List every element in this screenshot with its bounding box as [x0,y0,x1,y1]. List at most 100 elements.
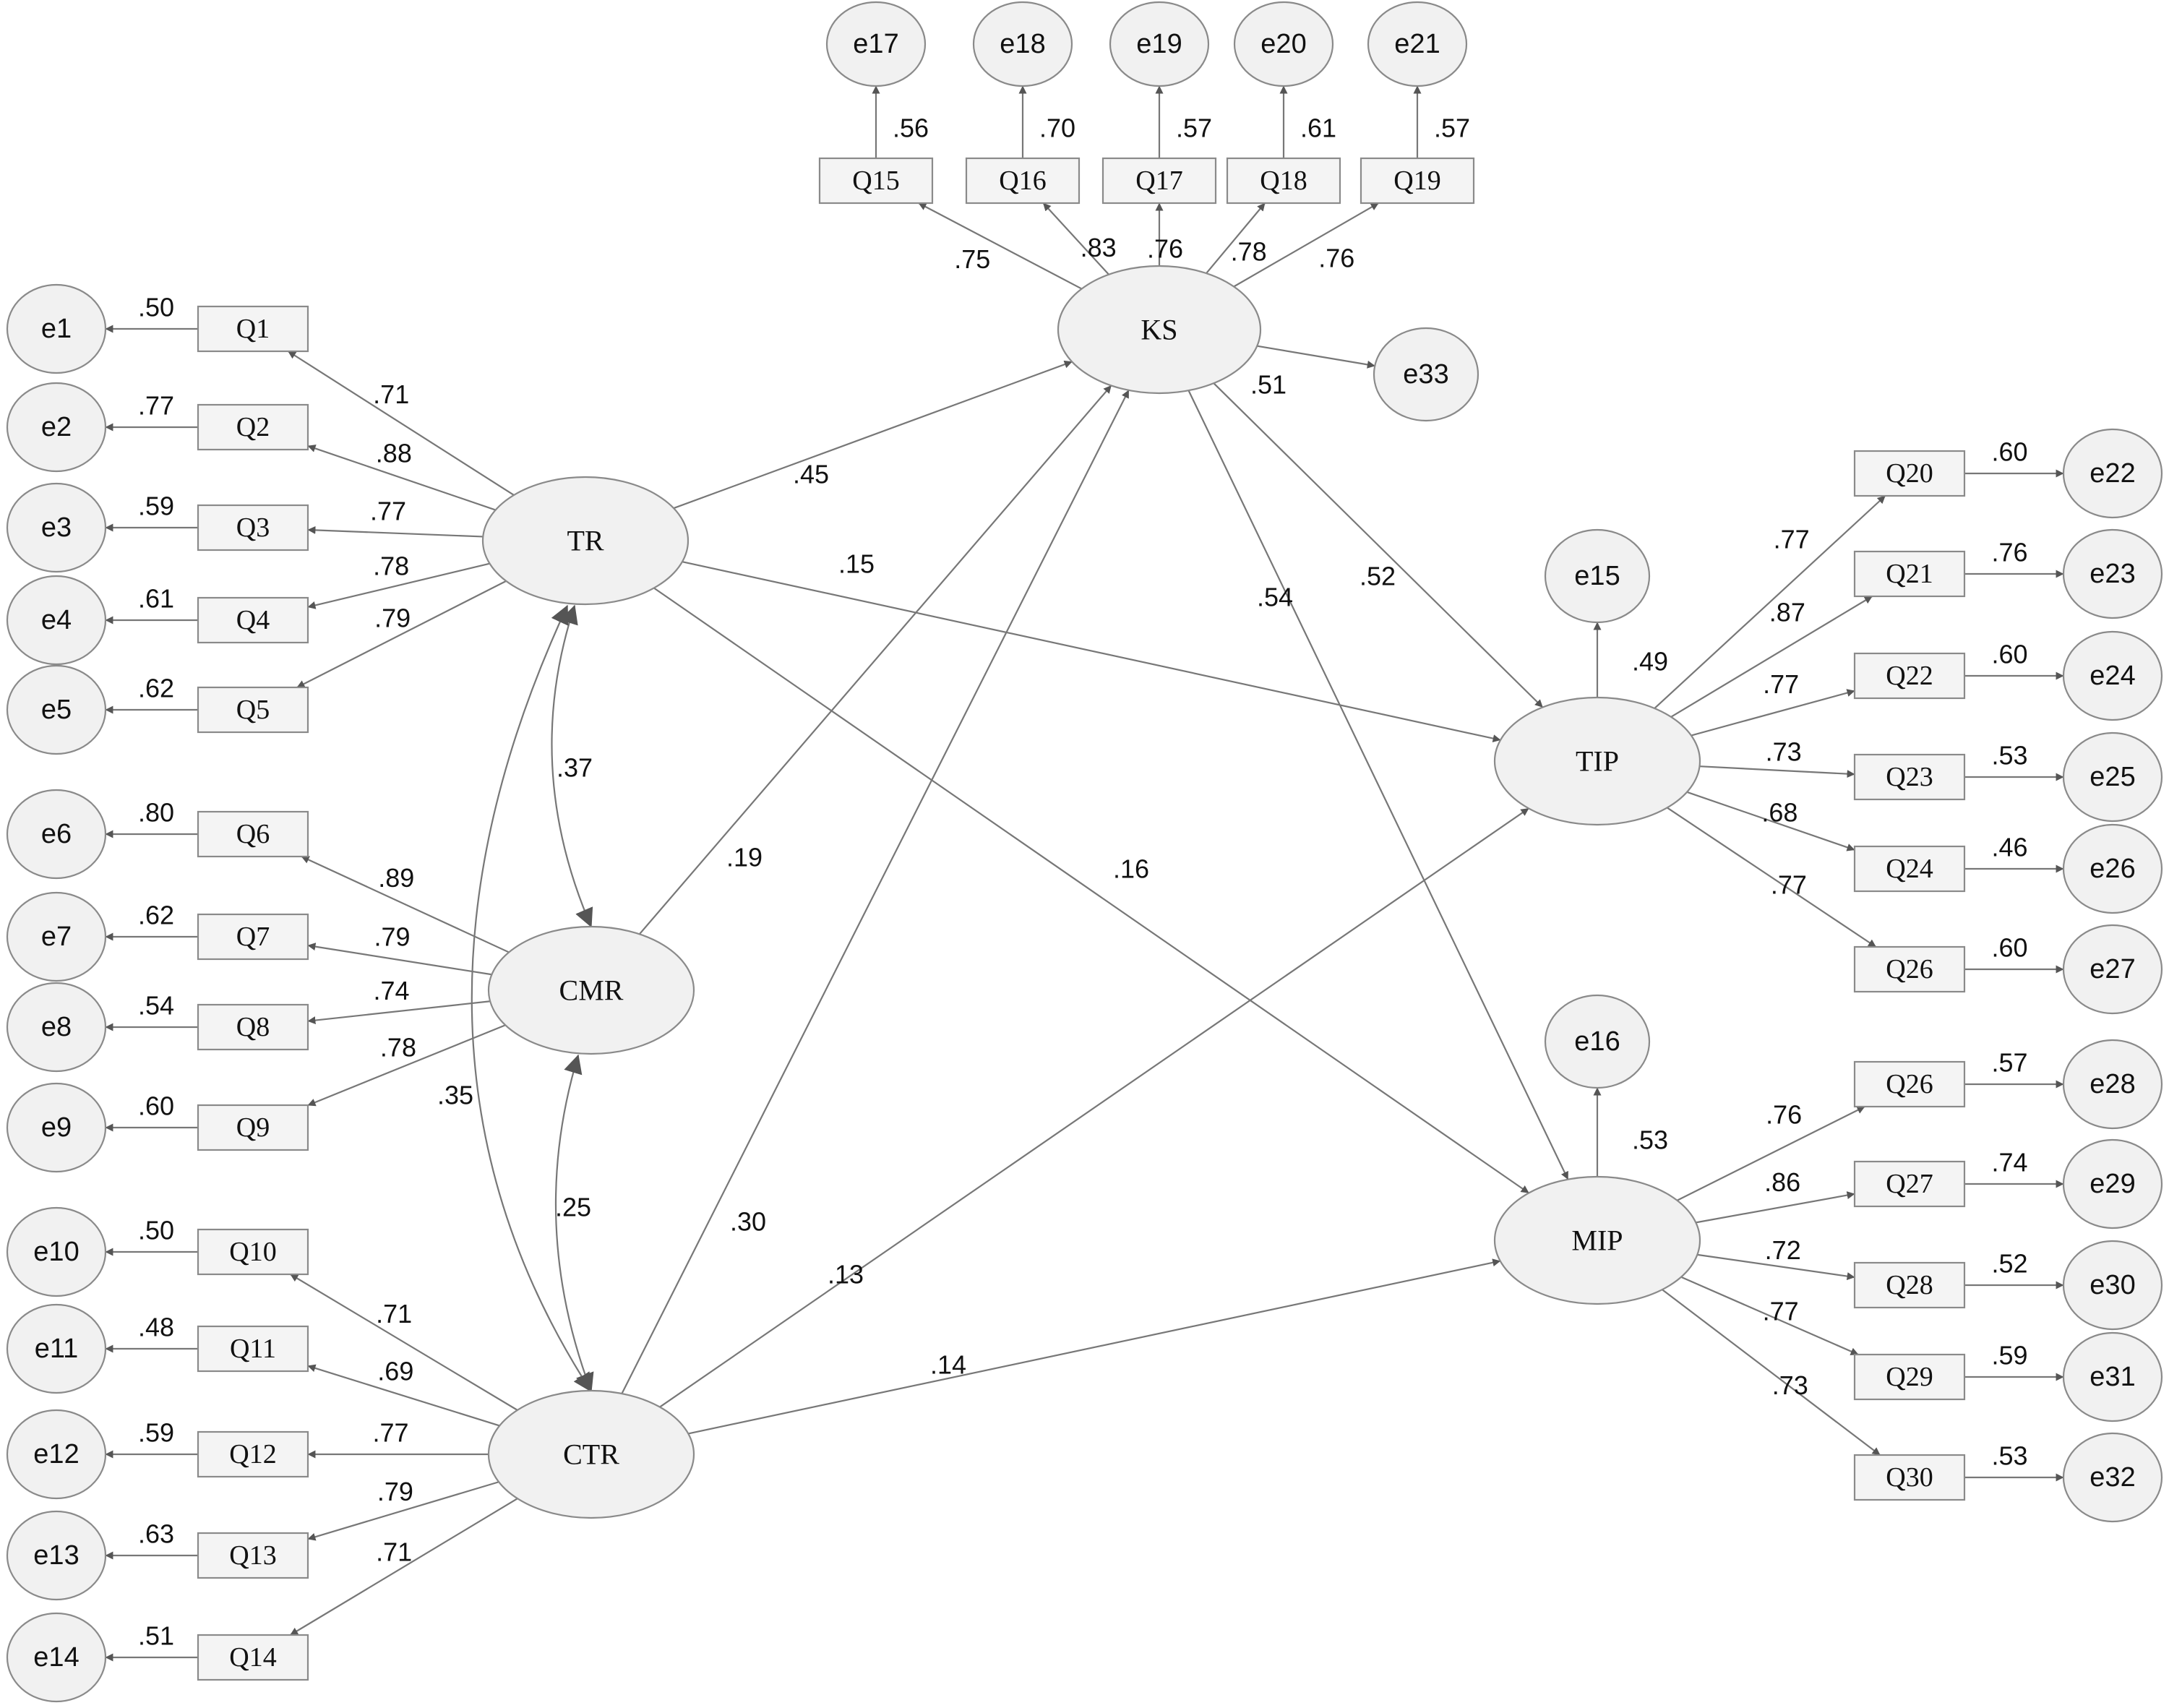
path-ks-mip [1187,390,1569,1180]
error-e13-shape [6,1510,107,1601]
indicator-q2-shape [197,403,309,451]
error-e32-shape [2062,1432,2163,1523]
indicator-q23-label: Q23 [1886,762,1933,792]
indicator-q30-label: Q30 [1886,1462,1933,1493]
error-e8-shape [6,982,107,1073]
error-value: .59 [138,1418,174,1448]
error-value: .53 [1991,1441,2027,1471]
disturbance-path-e33 [1257,345,1375,369]
error-value: .57 [1176,113,1212,143]
error-e21-label: e21 [1394,29,1440,59]
indicator-q3-shape [197,504,309,552]
indicator-q4-shape [197,596,309,644]
indicator-q12-shape [197,1430,309,1478]
error-e12-shape [6,1409,107,1500]
error-e1-shape [6,283,107,374]
loading-tr-q4 [307,562,490,609]
path-tr-tip [682,561,1501,742]
disturbance-e15-label: e15 [1574,561,1620,591]
loading-value: .79 [377,1477,413,1506]
covariance-value: .35 [437,1081,473,1110]
error-e18-shape [972,1,1073,87]
latent-tr-shape [481,476,690,606]
indicator-q16-label: Q16 [999,166,1046,196]
indicator-q20-shape [1853,450,1966,497]
error-e4-shape [6,575,107,666]
loading-value: .72 [1765,1235,1801,1265]
loading-value: .77 [1774,525,1810,554]
error-e23-label: e23 [2089,559,2135,589]
indicator-q26-label: Q26 [1886,954,1933,984]
path-ctr-tip [659,807,1529,1408]
indicator-q13-shape [197,1532,309,1579]
error-e20-label: e20 [1260,29,1306,59]
loading-tip-q23 [1699,765,1855,778]
indicator-q17-label: Q17 [1135,166,1182,196]
path-value: .52 [1360,562,1396,591]
error-e27-label: e27 [2089,954,2135,984]
loading-cmr-q7 [307,943,492,976]
path-value: .14 [930,1350,966,1380]
loading-value: .76 [1318,244,1354,273]
indicator-q8-shape [197,1003,309,1051]
latent-cmr-label: CMR [559,974,624,1007]
loading-tr-q3 [307,525,484,538]
latent-tr-label: TR [567,525,604,557]
error-e5-shape [6,664,107,755]
error-e25-shape [2062,731,2163,823]
path-value: .15 [838,549,875,579]
indicator-q13-label: Q13 [229,1540,276,1571]
error-value: .60 [1991,437,2027,467]
loading-value: .71 [373,379,409,409]
error-e29-label: e29 [2089,1169,2135,1199]
error-e6-shape [6,789,107,880]
disturbance-e33-shape [1373,327,1479,422]
loading-value: .88 [376,438,412,468]
error-e3-label: e3 [41,512,72,543]
loading-ctr-q10 [290,1274,518,1411]
path-value: .13 [828,1260,864,1289]
indicator-q19-shape [1360,157,1475,205]
error-e19-shape [1109,1,1210,87]
loading-tip-q22 [1691,689,1855,737]
error-e14-label: e14 [33,1642,79,1673]
covariance-value: .25 [555,1193,591,1222]
indicator-q6-label: Q6 [236,819,270,849]
error-value: .46 [1991,833,2027,862]
error-e24-shape [2062,630,2163,721]
error-value: .60 [1991,933,2027,963]
error-e7-label: e7 [41,922,72,952]
loading-tip-q21 [1670,596,1873,718]
error-e19-label: e19 [1136,29,1182,59]
error-value: .51 [138,1621,174,1651]
indicator-q21-label: Q21 [1886,559,1933,589]
indicator-q7-label: Q7 [236,922,270,952]
indicator-q19-label: Q19 [1393,166,1440,196]
error-value: .48 [138,1313,174,1342]
path-tr-ks [673,360,1073,510]
latent-mip-shape [1493,1175,1701,1305]
loading-value: .79 [374,603,411,632]
error-e7-shape [6,891,107,982]
loading-value: .73 [1772,1370,1808,1400]
loading-value: .78 [380,1033,416,1063]
error-e17-shape [825,1,927,87]
loading-value: .83 [1081,233,1117,262]
error-e8-label: e8 [41,1012,72,1042]
error-e21-shape [1367,1,1468,87]
error-value: .57 [1991,1048,2027,1078]
error-value: .77 [138,391,174,421]
path-ctr-ks [621,390,1130,1394]
latent-tip-shape [1493,696,1701,826]
loading-value: .77 [1771,870,1807,900]
loading-value: .77 [1763,669,1799,699]
loading-value: .78 [1231,236,1267,266]
loading-ctr-q14 [290,1498,518,1636]
indicator-q12-label: Q12 [229,1439,276,1469]
error-e6-label: e6 [41,819,72,849]
error-e29-shape [2062,1138,2163,1229]
error-value: .59 [138,492,174,521]
error-value: .59 [1991,1341,2027,1370]
indicator-q23-shape [1853,753,1966,801]
